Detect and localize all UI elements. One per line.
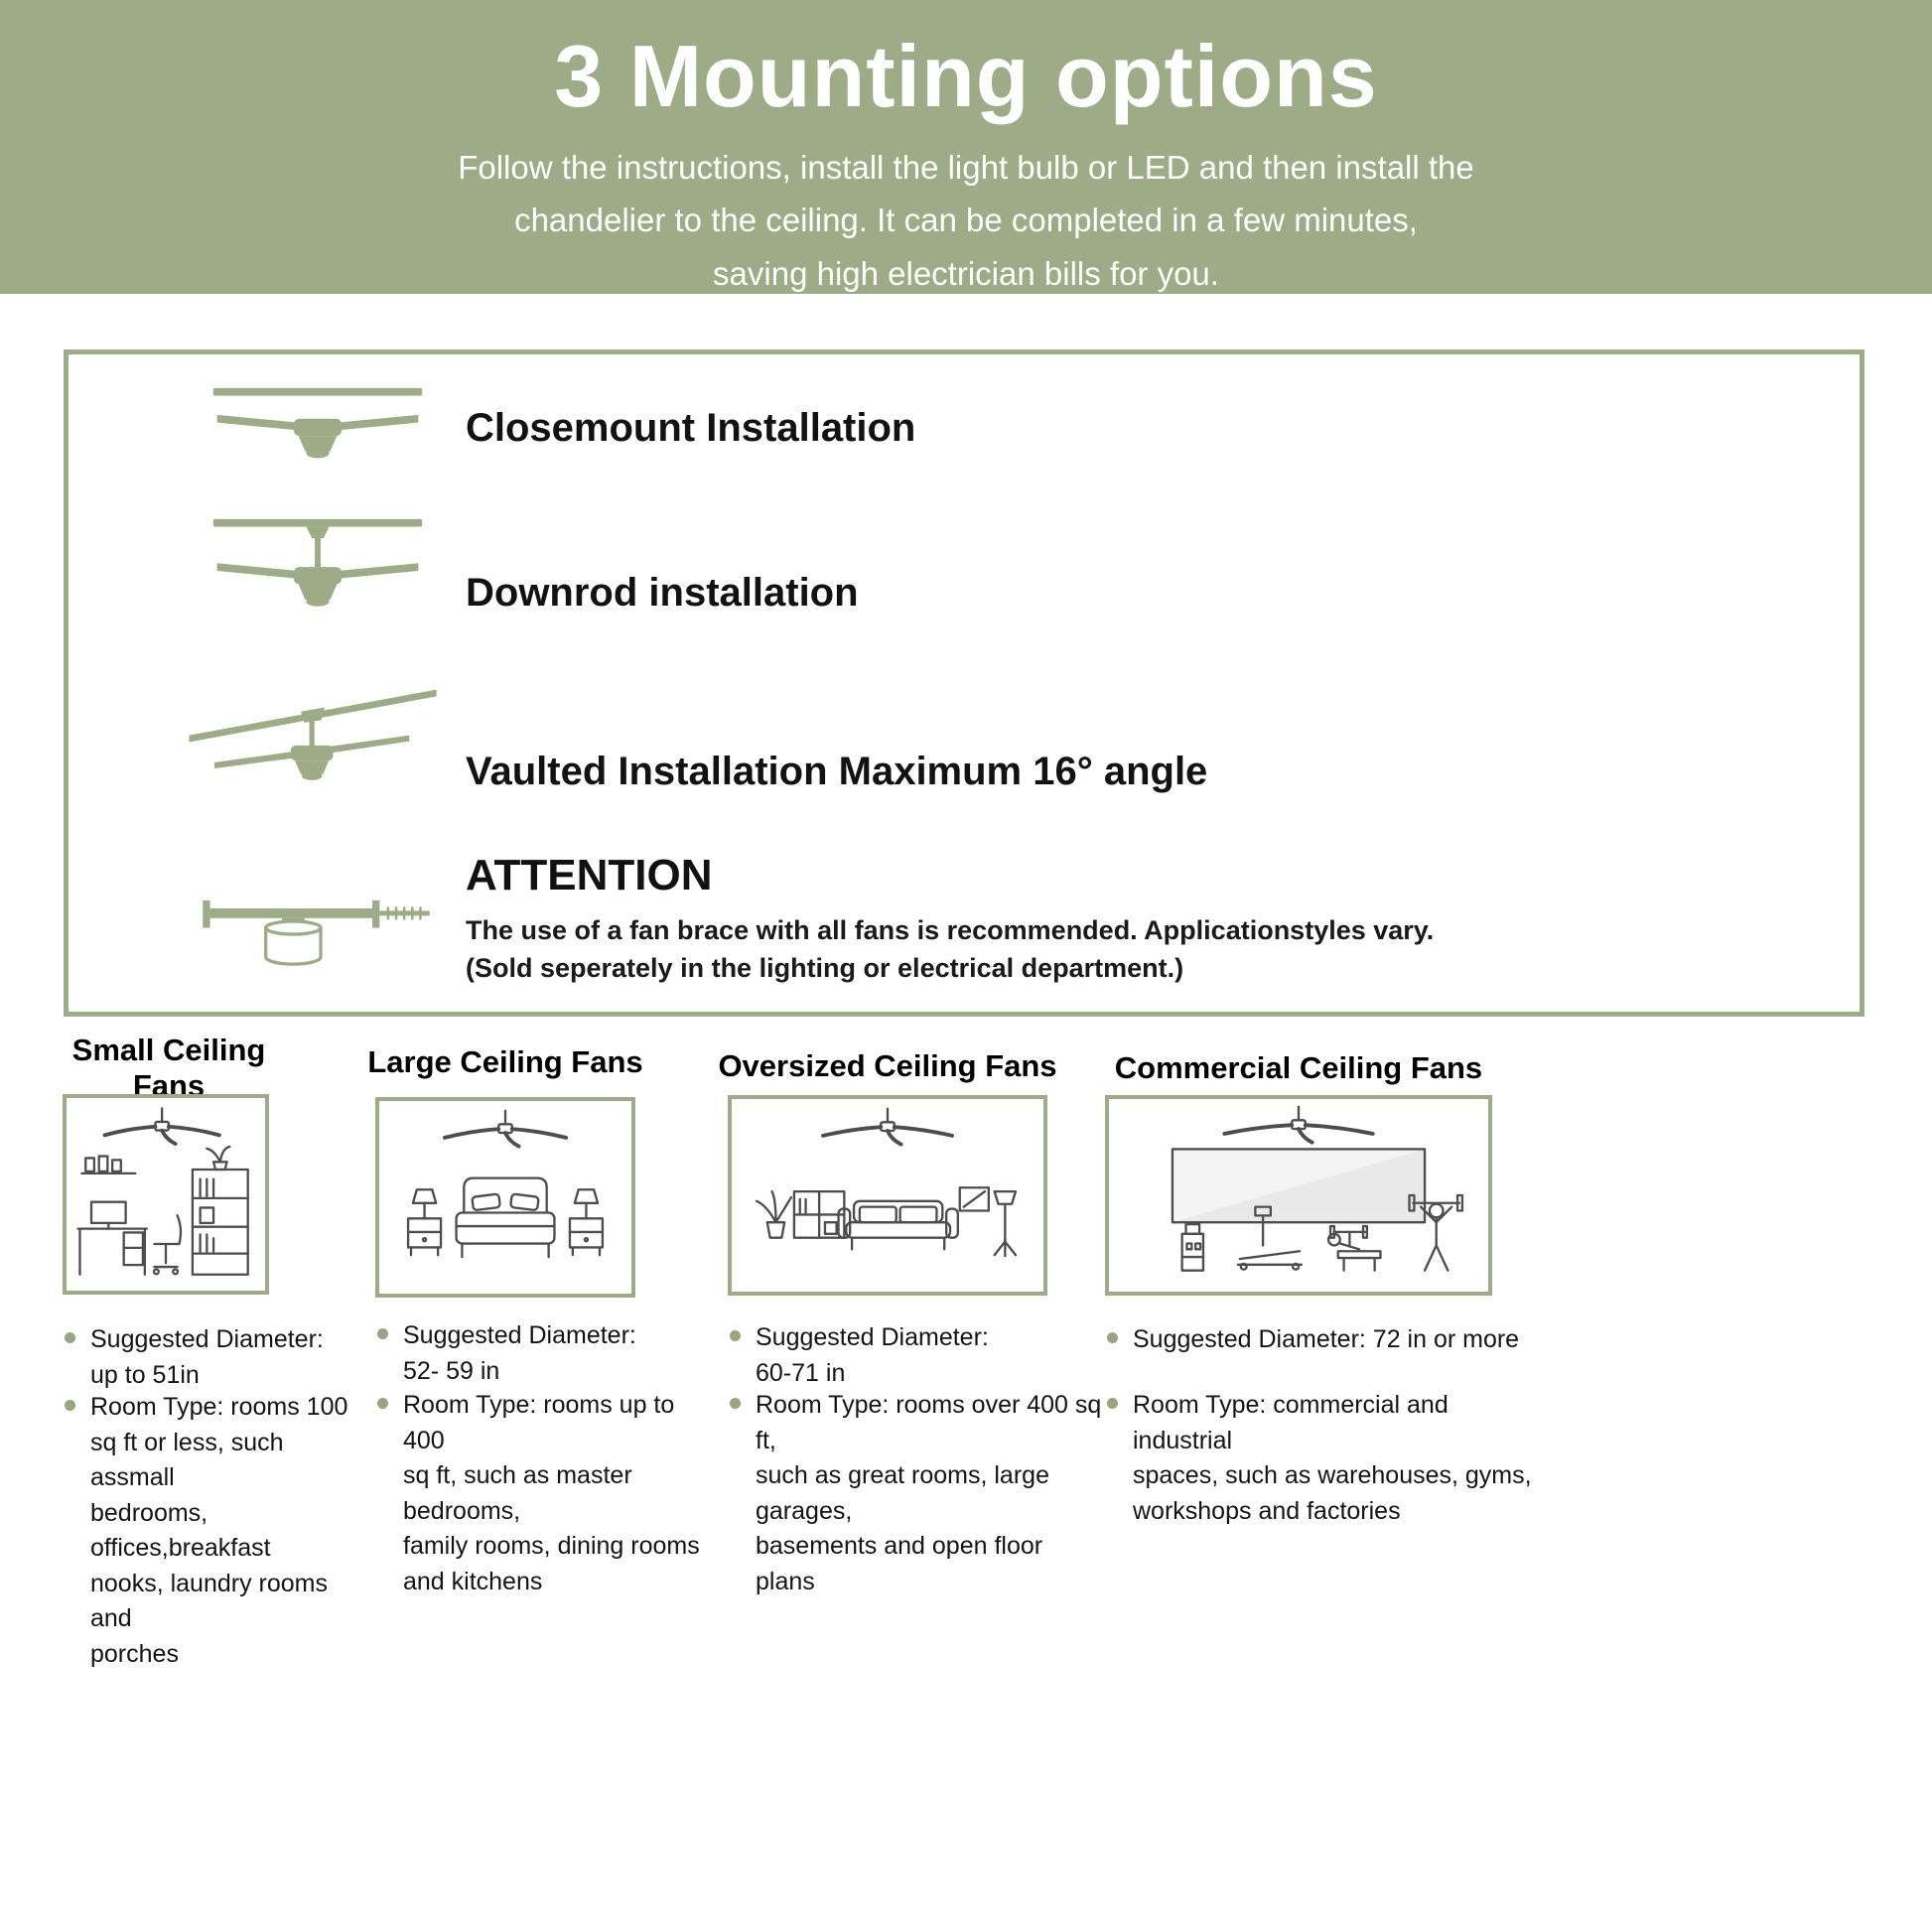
downrod-label: Downrod installation [466,571,859,615]
commercial-diameter-bullet: Suggested Diameter: 72 in or more [1105,1322,1532,1358]
category-box-small [63,1094,269,1295]
header-banner: 3 Mounting options Follow the instructio… [0,0,1932,294]
small-room-office-illustration [76,1107,249,1276]
gym-illustration [1171,1105,1464,1272]
bedroom-illustration [406,1109,605,1259]
oversized-diameter-bullet: Suggested Diameter: 60-71 in [728,1320,1045,1391]
category-box-commercial [1105,1095,1492,1296]
attention-title: ATTENTION [466,851,713,899]
vaulted-fan-icon [186,664,440,808]
category-box-large [375,1097,635,1298]
page-title: 3 Mounting options [554,27,1378,125]
small-roomtype-bullet: Room Type: rooms 100 sq ft or less, such… [63,1390,360,1672]
large-roomtype-bullet: Room Type: rooms up to 400 sq ft, such a… [375,1388,703,1599]
large-diameter-bullet: Suggested Diameter: 52- 59 in [375,1318,673,1389]
downrod-fan-icon [207,515,428,641]
commercial-roomtype-bullet: Room Type: commercial and industrial spa… [1105,1388,1532,1529]
category-title-large: Large Ceiling Fans [367,1044,643,1079]
small-diameter-bullet: Suggested Diameter: up to 51in [63,1322,341,1393]
category-box-oversized [728,1095,1047,1296]
page-subtitle: Follow the instructions, install the lig… [458,149,1474,292]
closemount-label: Closemount Installation [466,406,916,450]
attention-body: The use of a fan brace with all fans is … [466,915,1435,983]
closemount-fan-icon [207,384,428,481]
oversized-roomtype-bullet: Room Type: rooms over 400 sq ft, such as… [728,1388,1105,1599]
fan-brace-icon [200,883,442,971]
living-room-illustration [755,1107,1018,1258]
category-title-commercial: Commercial Ceiling Fans [1114,1050,1483,1085]
vaulted-label: Vaulted Installation Maximum 16° angle [466,750,1208,793]
mounting-options-panel: Closemount Installation Downrod installa… [64,349,1864,1017]
category-title-oversized: Oversized Ceiling Fans [718,1048,1057,1083]
